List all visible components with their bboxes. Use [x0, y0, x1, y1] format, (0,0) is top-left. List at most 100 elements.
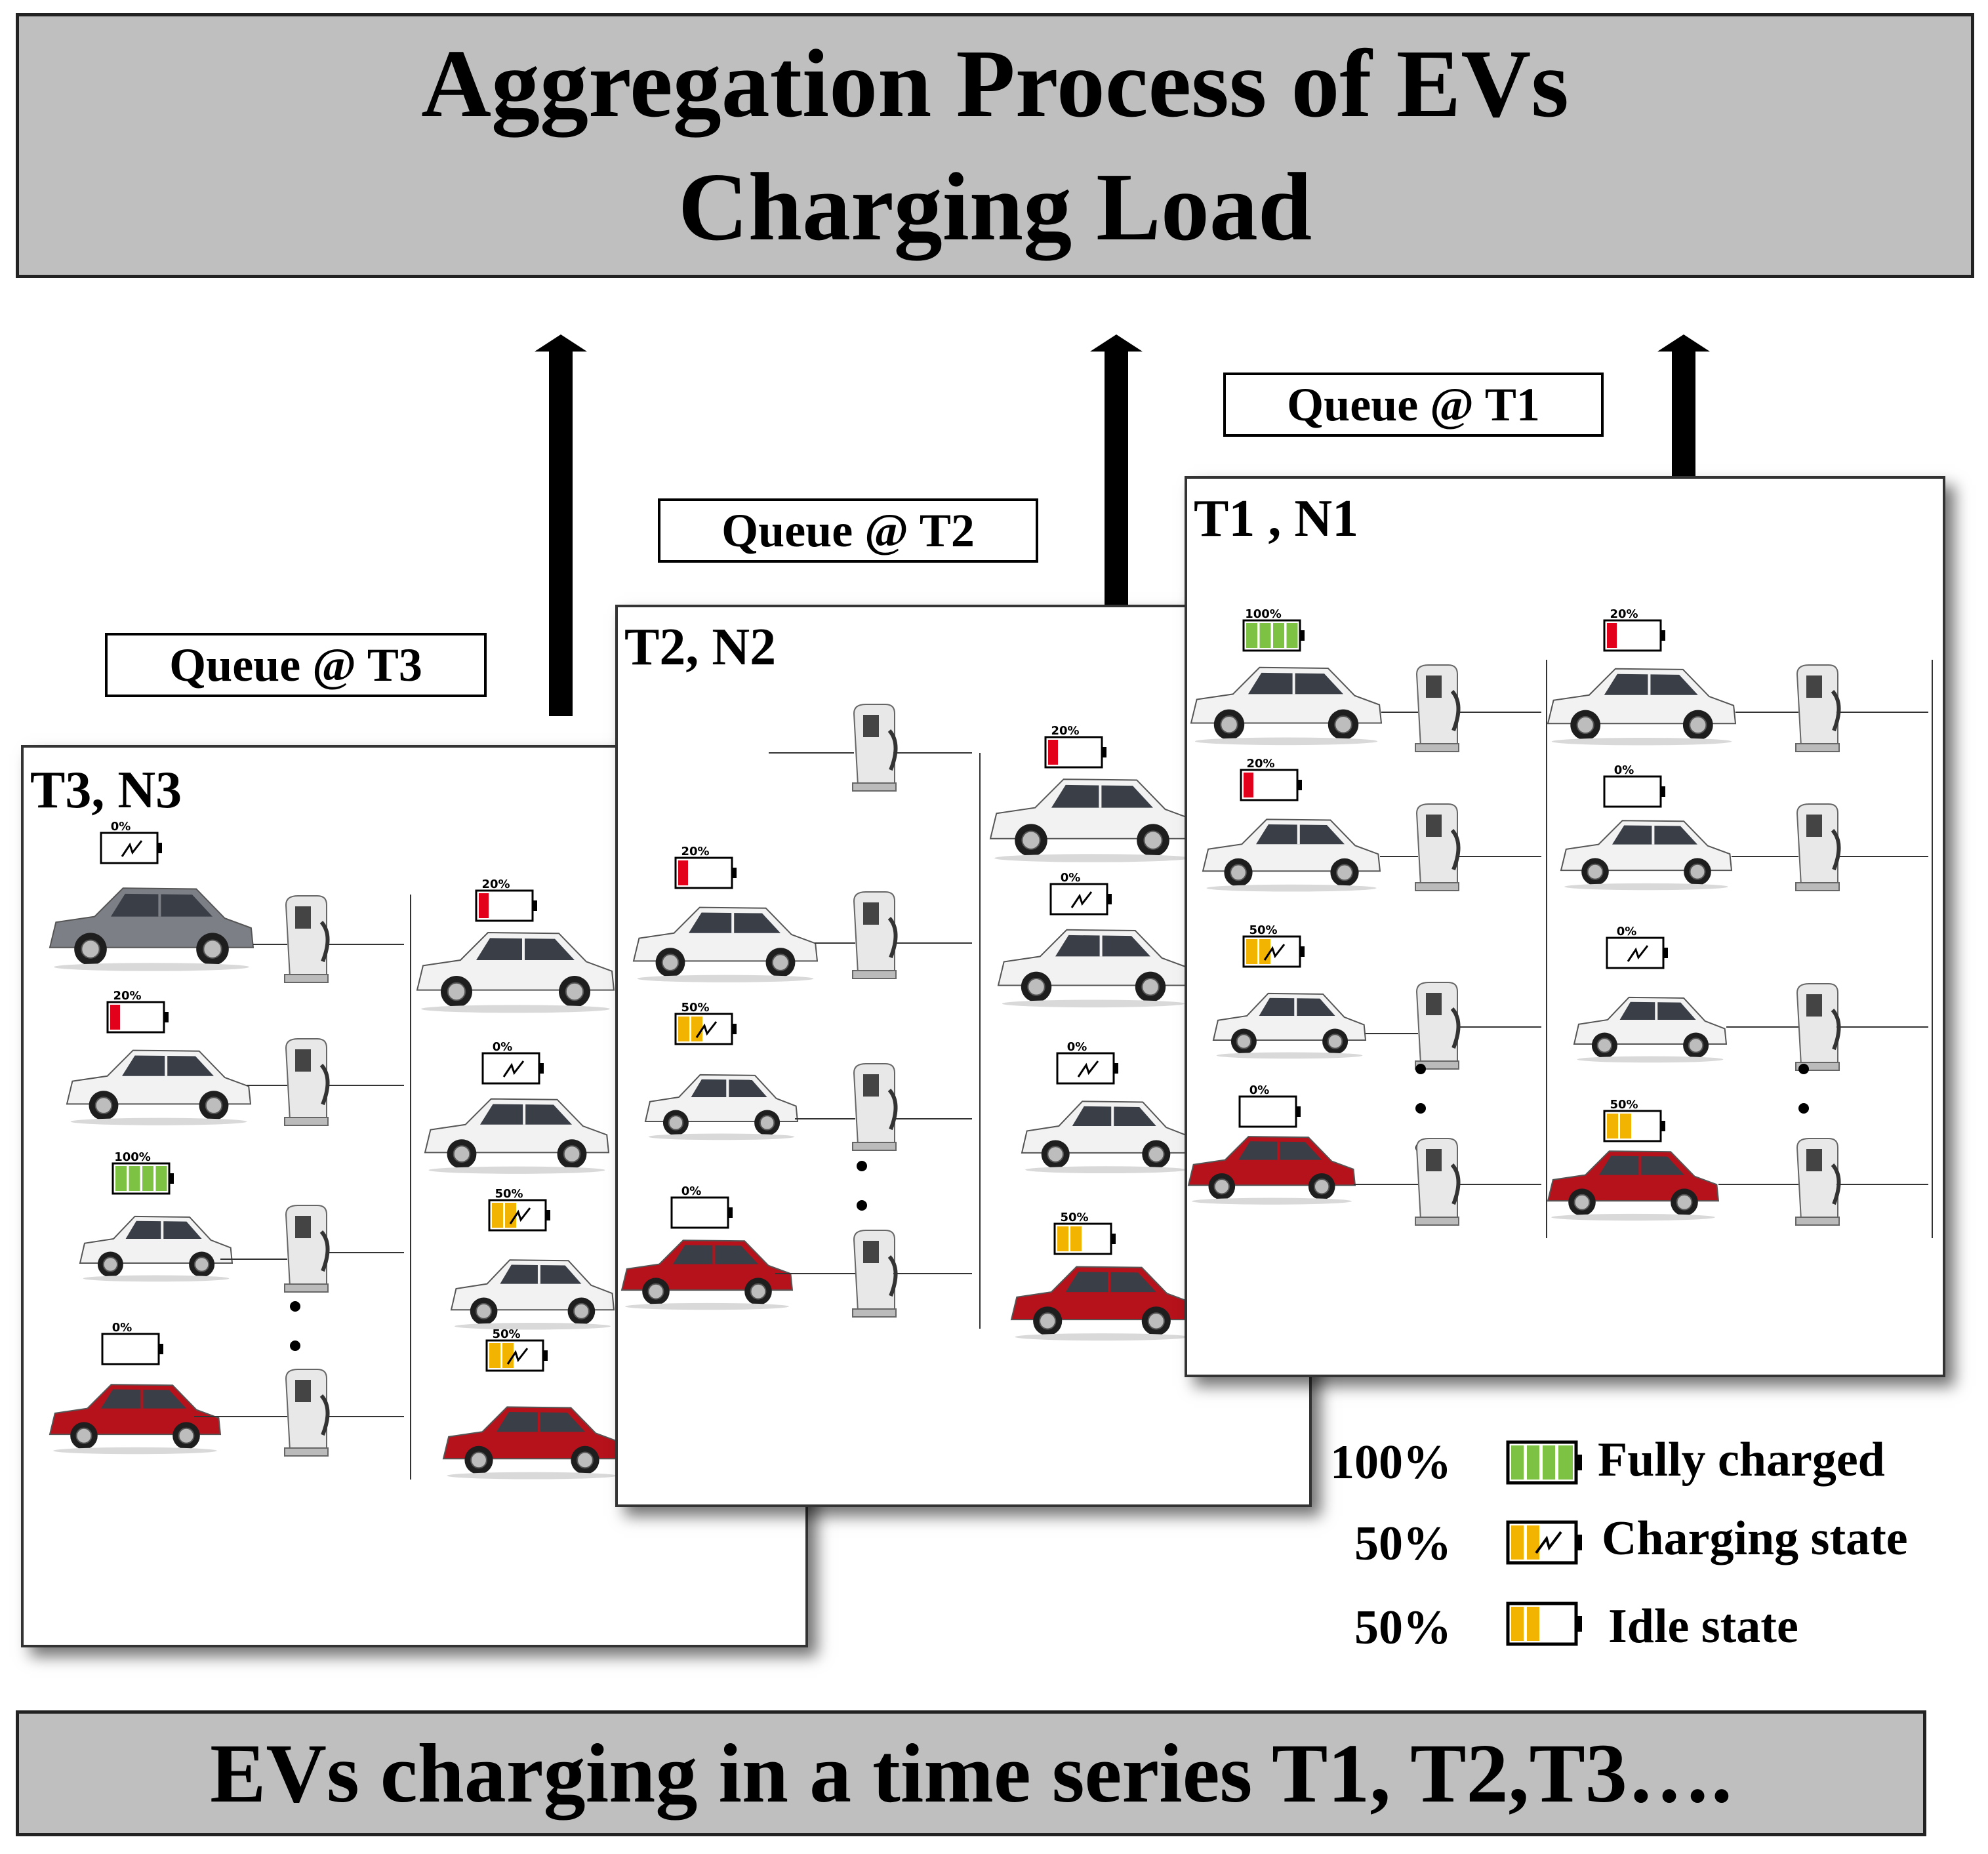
title-line-2: Charging Load — [678, 153, 1312, 261]
arrow-head-icon — [1657, 334, 1710, 352]
ellipsis-dot — [1415, 1103, 1426, 1114]
battery-emptyc-icon: 0% — [1049, 871, 1112, 916]
car-icon — [416, 931, 615, 1013]
charger-icon — [1795, 983, 1841, 1071]
arrow-up-t2 — [1090, 334, 1143, 605]
battery-full-icon: 100% — [112, 1150, 174, 1195]
car-icon — [989, 778, 1195, 862]
panel-t2-canvas: 20% 50% 0% 20% 0% 0% 50% — [620, 704, 1195, 1341]
queue-label-t2: Queue @ T2 — [658, 498, 1038, 563]
battery-empty-icon: 0% — [1238, 1083, 1301, 1128]
battery-level-label: 0% — [1067, 1040, 1087, 1054]
ellipsis-dot — [1798, 1103, 1809, 1114]
battery-level-label: 50% — [1060, 1211, 1088, 1224]
car-icon — [644, 1074, 799, 1140]
arrow-up-t1 — [1657, 334, 1710, 479]
battery-emptyc-icon: 0% — [1606, 925, 1668, 969]
charger-icon — [284, 1369, 330, 1457]
car-icon — [49, 887, 254, 971]
car-icon — [1202, 818, 1381, 892]
ellipsis-dot — [290, 1340, 300, 1351]
car-icon — [1187, 1136, 1356, 1205]
ellipsis-dot — [857, 1200, 867, 1211]
charger-icon — [1795, 1138, 1841, 1226]
battery-emptyc-icon: 0% — [481, 1040, 544, 1085]
car-icon — [79, 1215, 233, 1282]
charger-icon — [1415, 982, 1461, 1070]
panel-title-t3: T3, N3 — [30, 761, 182, 819]
battery-emptyc-icon: 0% — [100, 820, 162, 864]
battery-level-label: 0% — [111, 820, 131, 834]
car-icon — [424, 1098, 610, 1174]
battery-charging-icon: 50% — [1242, 923, 1305, 968]
battery-idle-icon: 50% — [1053, 1211, 1116, 1255]
car-icon — [1010, 1266, 1194, 1341]
panel-t1: T1 , N1 100%20%50%0%20%0%0%50% — [1185, 476, 1945, 1377]
battery-full-icon: 100% — [1242, 607, 1305, 652]
battery-low-icon: 20% — [1044, 724, 1106, 769]
battery-level-label: 0% — [1617, 925, 1637, 938]
legend-percent-charging: 50% — [1354, 1517, 1451, 1571]
battery-empty-icon: 0% — [670, 1184, 733, 1229]
legend-percent-full: 100% — [1330, 1436, 1451, 1489]
panel-title-t2: T2, N2 — [624, 618, 777, 676]
car-icon — [66, 1049, 252, 1125]
battery-level-label: 0% — [493, 1040, 513, 1054]
battery-idle-icon — [1506, 1602, 1582, 1646]
arrow-up-t3 — [535, 334, 587, 716]
charger-icon — [852, 891, 898, 979]
battery-level-label: 20% — [113, 989, 141, 1003]
charger-icon — [852, 704, 898, 792]
battery-idle-icon: 50% — [1603, 1098, 1665, 1142]
charger-icon — [1795, 664, 1841, 752]
car-icon — [1190, 666, 1383, 746]
queue-label-t1: Queue @ T1 — [1223, 373, 1604, 437]
charger-icon — [1415, 803, 1461, 891]
battery-level-label: 0% — [1061, 871, 1081, 885]
legend-label-full: Fully charged — [1598, 1433, 1885, 1487]
battery-low-icon: 20% — [1240, 757, 1302, 801]
car-icon — [1560, 820, 1733, 891]
battery-low-icon: 20% — [1603, 607, 1665, 652]
battery-level-label: 100% — [1245, 607, 1282, 621]
battery-level-label: 20% — [681, 845, 709, 858]
footer-text: EVs charging in a time series T1, T2,T3…… — [210, 1727, 1732, 1820]
ellipsis-dot — [1798, 1064, 1809, 1074]
car-icon — [997, 929, 1190, 1008]
car-icon — [1573, 996, 1728, 1063]
battery-level-label: 0% — [1249, 1083, 1270, 1097]
charger-icon — [1795, 803, 1841, 891]
battery-level-label: 50% — [1610, 1098, 1638, 1112]
charger-icon — [1415, 664, 1461, 752]
queue-label-t3: Queue @ T3 — [105, 633, 487, 697]
battery-full-icon — [1506, 1440, 1582, 1485]
title-line-1: Aggregation Process of EVs — [421, 30, 1569, 138]
battery-charging-icon: 50% — [488, 1187, 550, 1232]
car-icon — [49, 1384, 222, 1455]
battery-low-icon: 20% — [106, 989, 169, 1034]
legend-label-charging: Charging state — [1602, 1512, 1908, 1565]
battery-level-label: 20% — [1246, 757, 1274, 771]
battery-charging-icon: 50% — [674, 1001, 737, 1045]
battery-level-label: 20% — [481, 877, 510, 891]
arrow-head-icon — [1090, 334, 1143, 352]
battery-level-label: 20% — [1610, 607, 1638, 621]
battery-charging-icon — [1506, 1520, 1582, 1565]
battery-level-label: 20% — [1051, 724, 1079, 738]
battery-level-label: 50% — [495, 1187, 523, 1201]
ellipsis-dot — [857, 1161, 867, 1171]
charger-icon — [284, 1038, 330, 1126]
charger-icon — [284, 1205, 330, 1293]
battery-level-label: 100% — [114, 1150, 151, 1164]
ellipsis-dot — [290, 1301, 300, 1312]
car-icon — [450, 1259, 615, 1330]
ellipsis-dot — [1415, 1064, 1426, 1074]
charger-icon — [1415, 1138, 1461, 1226]
charger-icon — [852, 1230, 898, 1318]
panel-t3-canvas: 0%20%100%0%20%0%50%50% — [49, 820, 622, 1480]
battery-level-label: 0% — [681, 1184, 702, 1198]
legend-label-idle: Idle state — [1608, 1600, 1798, 1653]
battery-charging-icon: 50% — [485, 1327, 548, 1372]
car-icon — [442, 1406, 622, 1480]
car-icon — [1547, 1150, 1720, 1221]
